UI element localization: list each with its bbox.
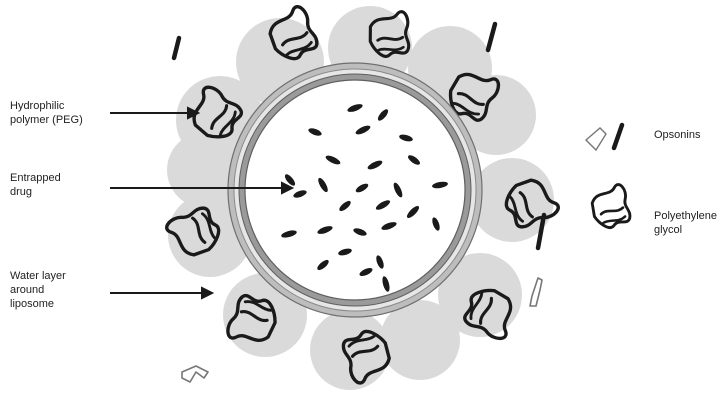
opsonins-legend-label: Opsonins (654, 128, 700, 142)
peg-legend-label: Polyethylene glycol (654, 209, 717, 237)
label-line: polymer (PEG) (10, 113, 83, 127)
label-line: Water layer (10, 269, 66, 283)
label-line: Hydrophilic (10, 99, 83, 113)
peg-legend-icon (592, 185, 630, 228)
hydrophilic-polymer-label: Hydrophilic polymer (PEG) (10, 99, 83, 127)
liposome-membrane (228, 63, 482, 317)
label-line: Entrapped (10, 171, 61, 185)
opsonins-legend-icon (586, 125, 622, 150)
label-line: drug (10, 185, 61, 199)
water-layer-label: Water layer around liposome (10, 269, 66, 311)
legend-text: Opsonins (654, 128, 700, 142)
label-line: liposome (10, 297, 66, 311)
entrapped-drug-label: Entrapped drug (10, 171, 61, 199)
legend-text: Polyethylene (654, 209, 717, 223)
label-line: around (10, 283, 66, 297)
legend-text: glycol (654, 223, 717, 237)
